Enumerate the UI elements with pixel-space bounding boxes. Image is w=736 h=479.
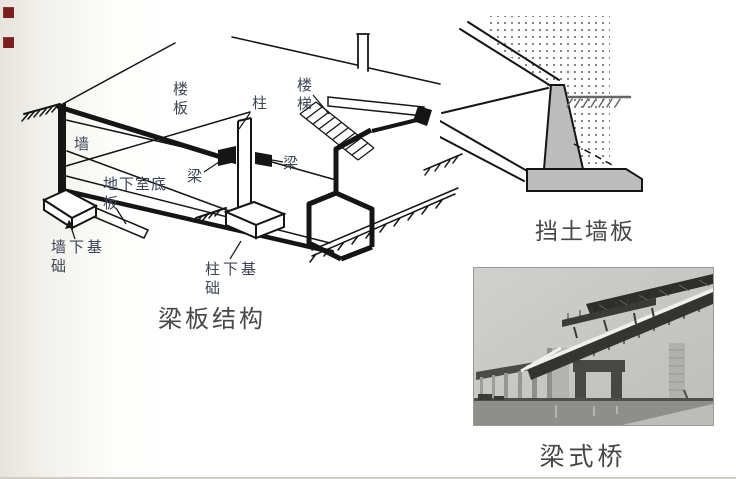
beam-slab-diagram [21, 33, 463, 263]
label-beam-right: 梁 [283, 155, 300, 172]
label-wall-footing: 墙下基础 [51, 239, 106, 275]
label-stairs: 楼梯 [297, 77, 314, 113]
bridge-photo [473, 267, 714, 426]
label-column: 柱 [252, 95, 269, 112]
label-beam-left: 梁 [187, 168, 204, 185]
caption-beam-bridge: 梁式桥 [539, 444, 627, 471]
wall-shape [58, 103, 66, 218]
slide-bullet-marker-2 [3, 37, 14, 48]
leader-arrowhead [65, 220, 74, 229]
caption-retaining-wall: 挡土墙板 [535, 219, 635, 244]
retaining-wall-diagram [440, 16, 643, 192]
caption-beam-slab: 梁板结构 [158, 307, 266, 333]
label-basement-slab: 地下室底板 [103, 176, 168, 212]
slide-bullet-marker-1 [3, 7, 14, 18]
slide-bottom-edge [0, 477, 736, 479]
label-wall: 墙 [74, 136, 91, 153]
label-column-footing: 柱下基础 [205, 261, 260, 297]
label-floor-slab: 楼板 [173, 81, 190, 117]
